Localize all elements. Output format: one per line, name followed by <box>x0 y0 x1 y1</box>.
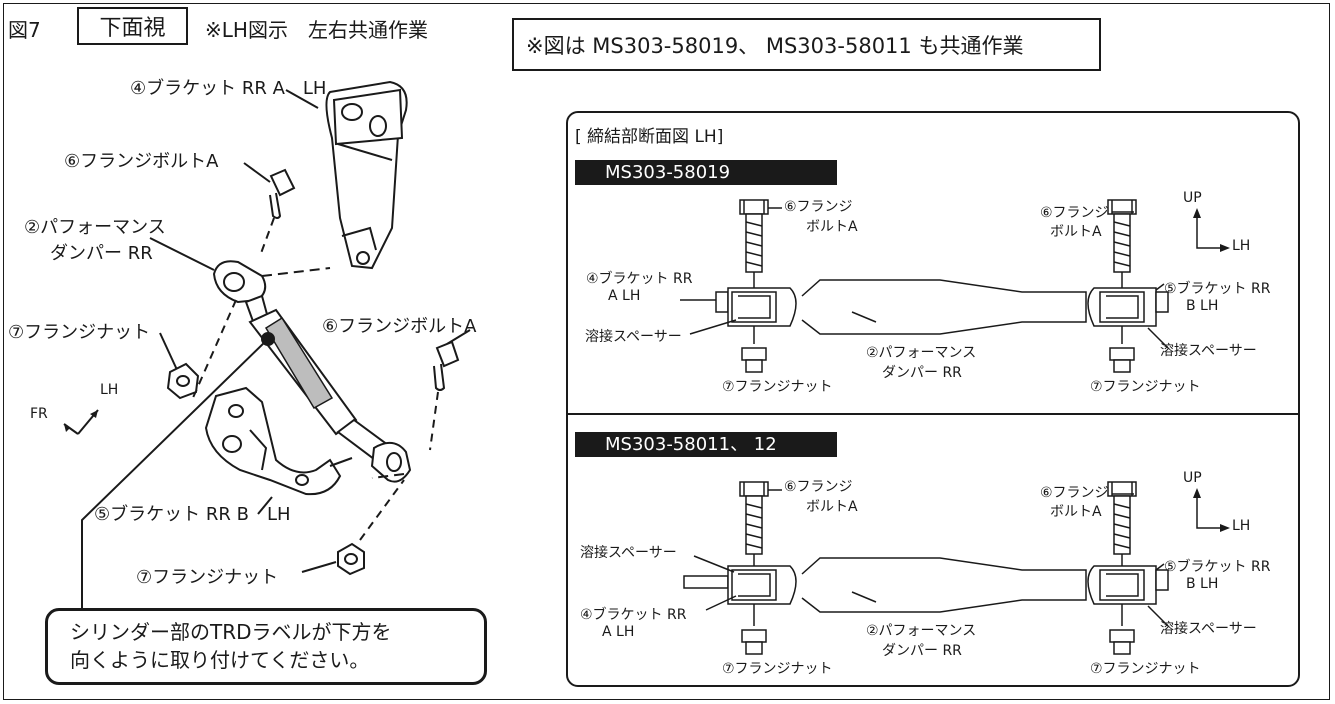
v1-lh-label: LH <box>1232 238 1251 254</box>
v2-bracket-b-line1: ⑤ブラケット RR <box>1164 559 1271 575</box>
leader-bracket-b <box>257 496 273 515</box>
variant1-right-joint <box>1087 199 1169 373</box>
v2-bracket-a-line2: A LH <box>602 624 635 640</box>
variant2-up-arrowhead <box>1193 488 1201 498</box>
label-bolt-upper: ⑥フランジボルトA <box>64 151 219 172</box>
v1-bracket-a-line2: A LH <box>608 288 641 304</box>
leader-bolt-upper <box>243 162 271 183</box>
variant2-axis <box>1196 494 1224 529</box>
variant1-left-joint <box>715 199 797 373</box>
variant1-axis <box>1196 214 1224 249</box>
variant2-leaders <box>693 489 1169 627</box>
label-nut-left: ⑦フランジナット <box>8 322 151 343</box>
v1-damper-line2: ダンパー RR <box>882 365 962 381</box>
v2-bracket-b-line2: B LH <box>1186 576 1219 592</box>
label-damper-line1: ②パフォーマンス <box>24 217 166 238</box>
view-label: 下面視 <box>77 7 188 45</box>
bolt-right-part <box>429 340 460 451</box>
v2-damper-line1: ②パフォーマンス <box>866 623 977 639</box>
variant1-leaders <box>680 207 1169 349</box>
v2-spacer-left: 溶接スペーサー <box>580 545 677 561</box>
nut-left-part <box>166 362 200 400</box>
v1-bolt-right-line2: ボルトA <box>1050 224 1102 240</box>
variant2-part-number: MS303-58011、 12 <box>575 432 837 457</box>
arrow-fr-head <box>64 424 70 432</box>
direction-fr-label: FR <box>30 406 48 422</box>
label-callout-line <box>81 338 269 608</box>
v1-spacer-right: 溶接スペーサー <box>1160 343 1257 359</box>
v1-nut-right: ⑦フランジナット <box>1090 379 1201 395</box>
leader-nut-bottom <box>301 561 337 573</box>
leader-damper <box>149 237 215 271</box>
trd-label-notice: シリンダー部のTRDラベルが下方を 向くように取り付けてください。 <box>45 608 487 685</box>
label-bolt-right: ⑥フランジボルトA <box>322 316 477 337</box>
figure-number: 図7 <box>8 18 41 42</box>
figure-note: ※LH図示 左右共通作業 <box>205 18 428 42</box>
nut-bottom-part <box>337 479 405 576</box>
leader-bracket-a <box>285 89 319 109</box>
damper-part <box>191 260 412 483</box>
variant1-up-arrowhead <box>1193 208 1201 218</box>
bolt-upper-part <box>259 168 296 257</box>
v2-up-label: UP <box>1183 470 1202 486</box>
variant2-damper-body <box>801 557 1087 613</box>
v2-bolt-left-line2: ボルトA <box>806 499 858 515</box>
v1-nut-left: ⑦フランジナット <box>722 379 833 395</box>
v2-bolt-right-line1: ⑥フランジ <box>1040 485 1109 501</box>
v2-nut-right: ⑦フランジナット <box>1090 661 1201 677</box>
notice-line2: 向くように取り付けてください。 <box>70 648 370 672</box>
v1-spacer-left: 溶接スペーサー <box>585 329 682 345</box>
label-bracket-a: ④ブラケット RR A LH <box>130 78 327 99</box>
v2-bracket-a-line1: ④ブラケット RR <box>580 607 687 623</box>
v1-up-label: UP <box>1183 190 1202 206</box>
v2-damper-line2: ダンパー RR <box>882 643 962 659</box>
variant2-left-joint <box>683 481 797 655</box>
v2-spacer-right: 溶接スペーサー <box>1160 621 1257 637</box>
bracket-b-part <box>204 386 353 496</box>
arrow-lh-head <box>90 410 98 418</box>
label-nut-bottom: ⑦フランジナット <box>136 567 279 588</box>
variant1-lh-arrowhead <box>1220 244 1230 252</box>
v2-nut-left: ⑦フランジナット <box>722 661 833 677</box>
variant2-right-joint <box>1087 481 1169 655</box>
variant1-damper-body <box>801 279 1087 335</box>
v2-bolt-right-line2: ボルトA <box>1050 504 1102 520</box>
variant2-lh-arrowhead <box>1220 524 1230 532</box>
section-divider <box>566 413 1300 415</box>
notice-line1: シリンダー部のTRDラベルが下方を <box>70 620 392 644</box>
v1-bolt-right-line1: ⑥フランジ <box>1040 205 1109 221</box>
figure-frame <box>3 3 1330 700</box>
label-bracket-b: ⑤ブラケット RR B LH <box>94 504 291 525</box>
v2-lh-label: LH <box>1232 518 1251 534</box>
leader-nut-left <box>159 332 179 373</box>
v1-damper-line1: ②パフォーマンス <box>866 345 977 361</box>
label-damper-line2: ダンパー RR <box>50 243 153 264</box>
v1-bracket-a-line1: ④ブラケット RR <box>586 271 693 287</box>
v1-bracket-b-line2: B LH <box>1186 298 1219 314</box>
v1-bracket-b-line1: ⑤ブラケット RR <box>1164 281 1271 297</box>
v1-bolt-left-line1: ⑥フランジ <box>784 199 853 215</box>
direction-lh-label: LH <box>100 382 119 398</box>
bracket-a-part <box>325 80 408 270</box>
variant1-part-number: MS303-58019 <box>575 160 837 185</box>
common-work-note: ※図は MS303-58019、 MS303-58011 も共通作業 <box>512 18 1101 71</box>
v1-bolt-left-line2: ボルトA <box>806 219 858 235</box>
v2-bolt-left-line1: ⑥フランジ <box>784 479 853 495</box>
cross-section-panel <box>566 111 1300 687</box>
cross-section-title: [ 締結部断面図 LH] <box>575 127 724 147</box>
